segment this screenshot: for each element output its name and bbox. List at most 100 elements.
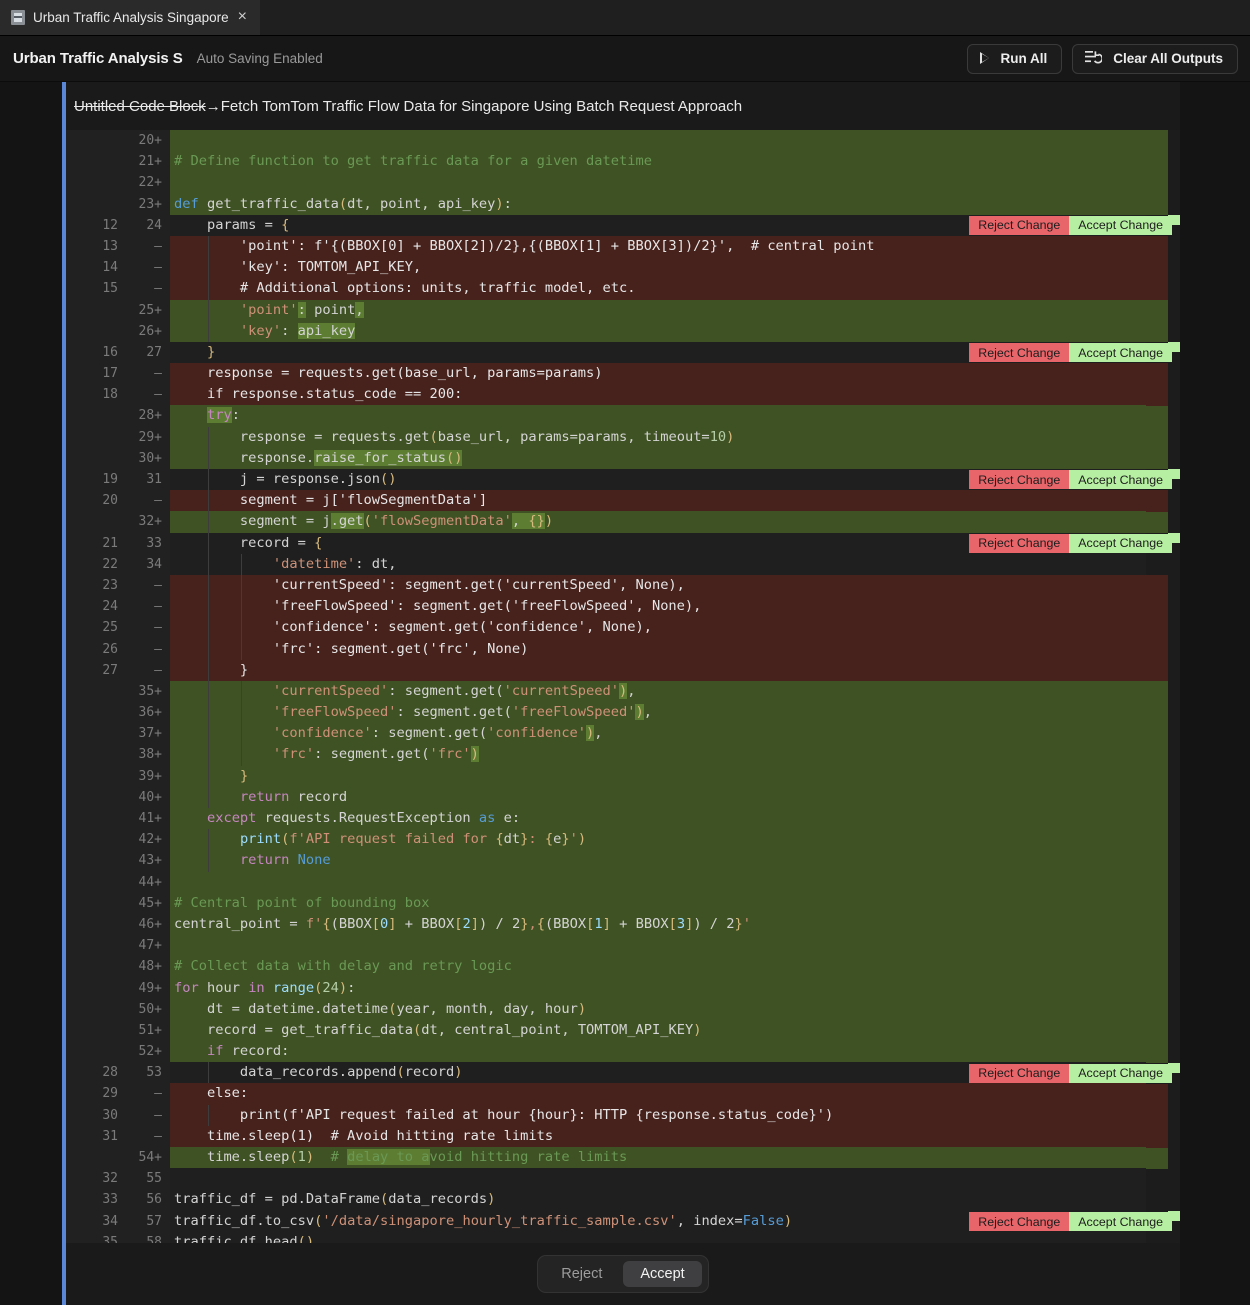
diff-row[interactable]: 49for hour in range(24): <box>66 977 1146 999</box>
overview-change-marker <box>1168 532 1180 543</box>
close-icon[interactable]: × <box>237 8 247 25</box>
diff-row[interactable]: 36 'freeFlowSpeed': segment.get('freeFlo… <box>66 702 1146 724</box>
diff-row[interactable]: 18– if response.status_code == 200: <box>66 384 1146 406</box>
diff-row[interactable]: 44 <box>66 871 1146 893</box>
code-token <box>265 980 273 996</box>
code-token: ( <box>429 428 438 445</box>
diff-row[interactable]: 26– 'frc': segment.get('frc', None) <box>66 638 1146 660</box>
diff-row[interactable]: 29– else: <box>66 1083 1146 1105</box>
diff-row[interactable]: 21# Define function to get traffic data … <box>66 151 1146 173</box>
autosave-status: Auto Saving Enabled <box>196 51 323 66</box>
diff-row[interactable]: 25– 'confidence': segment.get('confidenc… <box>66 617 1146 639</box>
diff-row[interactable]: 13– 'point': f'{(BBOX[0] + BBOX[2])/2},{… <box>66 235 1146 258</box>
diff-row[interactable]: 23def get_traffic_data(dt, point, api_ke… <box>66 193 1146 215</box>
code-token: if <box>206 1043 224 1060</box>
line-number-old: 30 <box>102 1107 118 1123</box>
diff-row[interactable]: 40 return record <box>66 786 1146 808</box>
code-token: 'confidence' <box>272 725 372 742</box>
diff-row[interactable]: 28 try: <box>66 405 1146 427</box>
diff-row[interactable]: 20 <box>66 130 1146 152</box>
diff-row[interactable]: 48# Collect data with delay and retry lo… <box>66 956 1146 978</box>
diff-row[interactable]: 37 'confidence': segment.get('confidence… <box>66 723 1146 745</box>
overview-segment <box>1146 448 1168 470</box>
diff-row[interactable]: 47 <box>66 935 1146 957</box>
reject-change-button[interactable]: Reject Change <box>969 533 1070 553</box>
overview-segment <box>1146 236 1168 258</box>
run-all-button[interactable]: Run All <box>967 43 1063 74</box>
diff-row[interactable]: 20– segment = j['flowSegmentData'] <box>66 490 1146 512</box>
diff-row[interactable]: 45# Central point of bounding box <box>66 892 1146 914</box>
accept-change-button[interactable]: Accept Change <box>1069 215 1172 235</box>
diff-row[interactable]: 51 record = get_traffic_data(dt, central… <box>66 1019 1146 1042</box>
diff-row[interactable]: 39 } <box>66 765 1146 787</box>
diff-row[interactable]: 31– time.sleep(1) # Avoid hitting rate l… <box>66 1125 1146 1147</box>
accept-button[interactable]: Accept <box>623 1261 702 1287</box>
reject-change-button[interactable]: Reject Change <box>969 1212 1070 1232</box>
code-token: ) <box>577 831 587 848</box>
code-token: { <box>544 831 554 848</box>
reject-button[interactable]: Reject <box>544 1261 619 1287</box>
accept-change-button[interactable]: Accept Change <box>1069 533 1172 553</box>
diff-row[interactable]: 46central_point = f'{(BBOX[0] + BBOX[2])… <box>66 913 1146 936</box>
diff-row[interactable]: 24– 'freeFlowSpeed': segment.get('freeFl… <box>66 596 1146 618</box>
diff-row[interactable]: 17– response = requests.get(base_url, pa… <box>66 363 1146 385</box>
reject-change-button[interactable]: Reject Change <box>969 1063 1070 1083</box>
diff-row[interactable]: 30 response.raise_for_status() <box>66 447 1146 469</box>
diff-row[interactable]: 35 'currentSpeed': segment.get('currentS… <box>66 680 1146 703</box>
diff-row[interactable]: 22 <box>66 172 1146 194</box>
code-token: 0 <box>380 915 389 932</box>
diff-row[interactable]: 23– 'currentSpeed': segment.get('current… <box>66 574 1146 597</box>
accept-change-button[interactable]: Accept Change <box>1069 343 1172 362</box>
accept-change-button[interactable]: Accept Change <box>1069 1063 1172 1083</box>
reject-change-button[interactable]: Reject Change <box>969 470 1070 490</box>
clear-all-outputs-button[interactable]: Clear All Outputs <box>1072 43 1238 74</box>
diff-row[interactable]: 26 'key': api_key <box>66 320 1146 342</box>
line-number-new: 41 <box>122 808 162 829</box>
code-token <box>174 683 273 699</box>
diff-row[interactable]: 27– } <box>66 659 1146 681</box>
line-number-new: 51 <box>122 1020 162 1041</box>
diff-row[interactable]: 50 dt = datetime.datetime(year, month, d… <box>66 998 1146 1020</box>
diff-row[interactable]: 30– print(f'API request failed at hour {… <box>66 1104 1146 1126</box>
cell-title-new: Fetch TomTom Traffic Flow Data for Singa… <box>220 97 743 115</box>
diff-row[interactable]: 41 except requests.RequestException as e… <box>66 808 1146 830</box>
overview-segment <box>1146 744 1168 766</box>
line-number-new: 34 <box>146 556 162 572</box>
diff-row[interactable]: 14– 'key': TOMTOM_API_KEY, <box>66 257 1146 279</box>
code-token: record <box>289 788 348 805</box>
diff-row[interactable]: 38 'frc': segment.get('frc') <box>66 744 1146 766</box>
accept-change-button[interactable]: Accept Change <box>1069 1212 1172 1232</box>
line-number-new: – <box>154 366 162 382</box>
reject-change-button[interactable]: Reject Change <box>969 343 1070 362</box>
diff-row[interactable]: 15– # Additional options: units, traffic… <box>66 278 1146 300</box>
reject-change-button[interactable]: Reject Change <box>969 215 1070 235</box>
overview-change-marker <box>1168 1062 1180 1073</box>
diff-row[interactable]: 52 if record: <box>66 1041 1146 1063</box>
diff-overview-ruler[interactable] <box>1146 130 1180 1305</box>
code-token: ) <box>338 979 348 996</box>
code-token: 'currentSpeed' <box>503 682 620 699</box>
diff-code-rows[interactable]: 2021# Define function to get traffic dat… <box>66 130 1146 1253</box>
diff-editor[interactable]: 2021# Define function to get traffic dat… <box>66 130 1180 1305</box>
tab-urban-traffic-analysis[interactable]: Urban Traffic Analysis Singapore × <box>0 0 260 35</box>
indent-guide <box>207 829 209 851</box>
diff-row[interactable]: 29 response = requests.get(base_url, par… <box>66 426 1146 448</box>
diff-row[interactable]: 42 print(f'API request failed for {dt}: … <box>66 829 1146 851</box>
diff-row[interactable]: 25 'point': point, <box>66 299 1146 321</box>
diff-row[interactable]: 32 segment = j.get('flowSegmentData', {}… <box>66 511 1146 533</box>
diff-row[interactable]: 54 time.sleep(1) # delay to avoid hittin… <box>66 1147 1146 1169</box>
diff-row[interactable]: 43 return None <box>66 850 1146 872</box>
accept-change-button[interactable]: Accept Change <box>1069 470 1172 490</box>
code-token: dt = datetime. <box>174 1000 323 1017</box>
code-token: .get <box>330 513 364 530</box>
